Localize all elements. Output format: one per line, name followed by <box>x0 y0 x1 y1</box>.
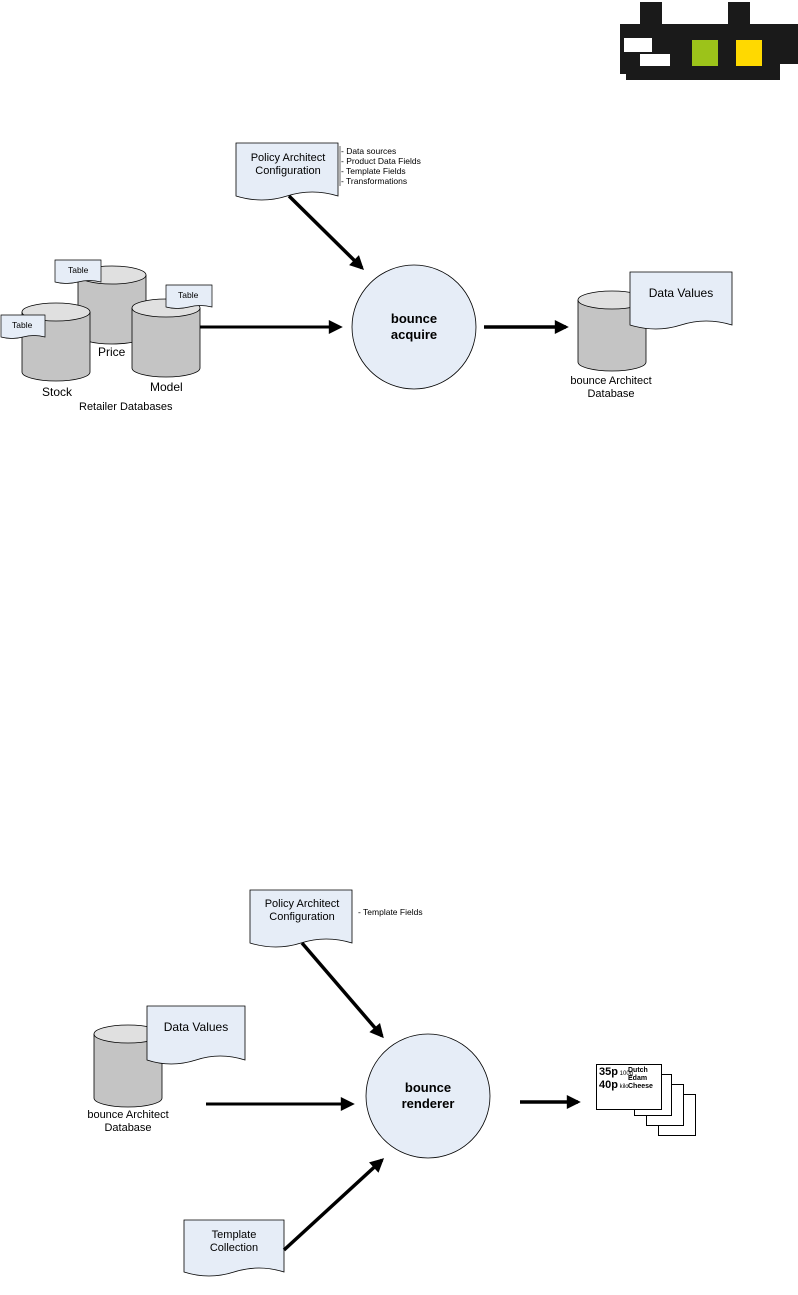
architect-db-label-bottom: bounce Architect Database <box>87 1109 169 1134</box>
arrow-config-to-renderer <box>300 941 384 1039</box>
architect-db-label-top: bounce Architect Database <box>570 375 652 400</box>
ticket-product-name: Dutch Edam Cheese <box>628 1067 653 1090</box>
retailer-databases-label: Retailer Databases <box>79 401 173 413</box>
renderer-label: bounce renderer <box>401 1080 455 1111</box>
config-list-top: - Data sources - Product Data Fields - T… <box>341 146 421 186</box>
policy-config-doc-top <box>235 142 339 201</box>
data-values-label-top: Data Values <box>648 286 714 300</box>
model-db-cylinder <box>131 298 201 378</box>
zbd-logo <box>620 2 798 80</box>
arrow-template-to-renderer <box>282 1158 385 1252</box>
template-collection-doc <box>183 1219 285 1277</box>
config-item: - Template Fields <box>358 907 423 917</box>
table-label-stock: Table <box>12 320 33 330</box>
ticket-price-2: 40p <box>599 1079 618 1091</box>
ticket-unit-2: kilo <box>619 1084 629 1090</box>
policy-config-label-top: Policy Architect Configuration <box>250 152 326 177</box>
table-label-price: Table <box>68 265 89 275</box>
config-item: - Data sources <box>341 146 397 156</box>
ticket-1: 35p 100g 40p kilo Dutch Edam Cheese <box>596 1064 662 1110</box>
acquire-label: bounce acquire <box>390 311 438 342</box>
price-label: Price <box>98 345 126 359</box>
table-label-model: Table <box>178 290 199 300</box>
config-item: - Template Fields <box>341 166 406 176</box>
config-item: - Transformations <box>341 176 408 186</box>
ticket-unit-1: 100g <box>619 1071 633 1077</box>
config-list-bottom: - Template Fields <box>358 907 423 917</box>
table-doc-price <box>54 259 102 284</box>
table-doc-stock <box>0 314 46 339</box>
model-label: Model <box>150 380 183 394</box>
architect-db-bottom <box>93 1024 163 1108</box>
config-item: - Product Data Fields <box>341 156 421 166</box>
renderer-circle <box>365 1033 491 1159</box>
policy-config-label-bottom: Policy Architect Configuration <box>264 898 340 923</box>
acquire-circle <box>351 264 477 390</box>
data-values-label-bottom: Data Values <box>163 1020 229 1034</box>
ticket-price-1: 35p <box>599 1066 618 1078</box>
data-values-doc-top <box>629 271 733 330</box>
table-doc-model <box>165 284 213 309</box>
architect-db-top <box>577 290 647 372</box>
stock-label: Stock <box>42 385 73 399</box>
arrow-config-to-acquire <box>287 194 364 270</box>
data-values-doc-bottom <box>146 1005 246 1065</box>
template-collection-label: Template Collection <box>209 1229 259 1254</box>
policy-config-doc-bottom <box>249 889 353 948</box>
